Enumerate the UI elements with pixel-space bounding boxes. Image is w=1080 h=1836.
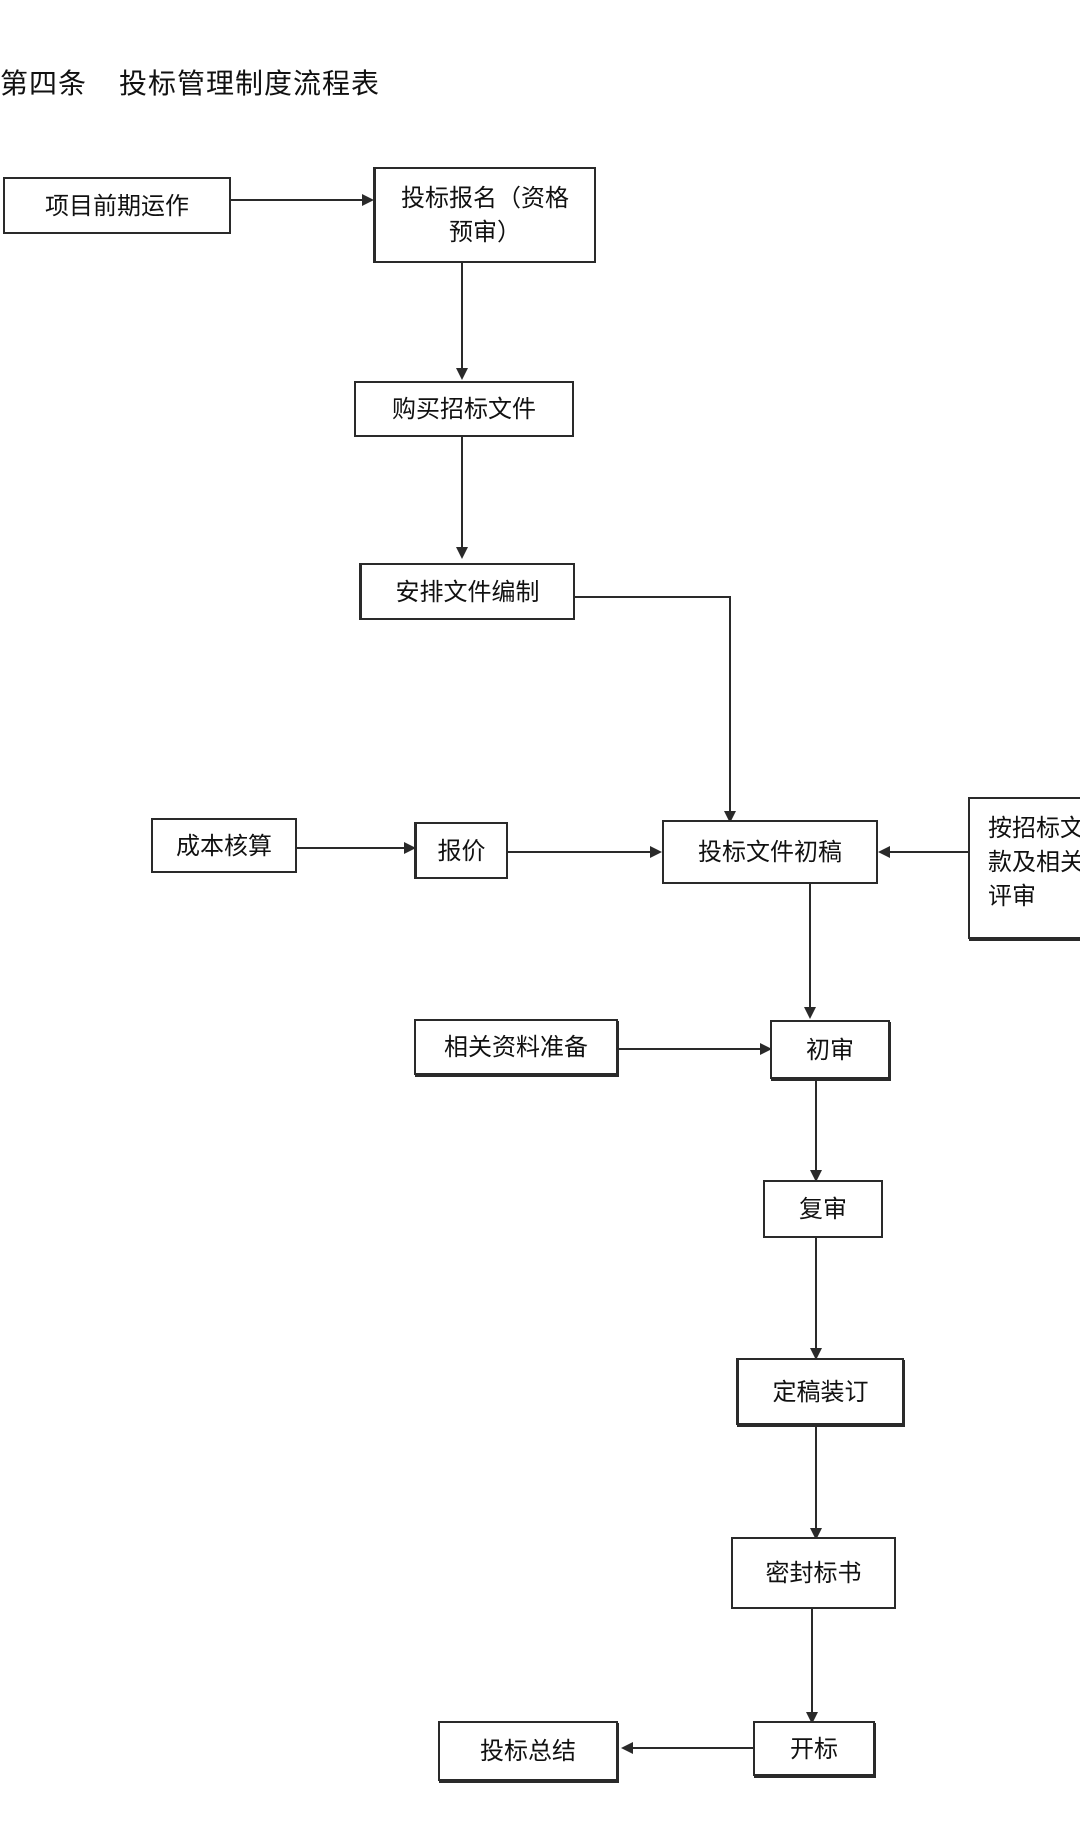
- node-project-pre-operation: 项目前期运作: [3, 177, 231, 234]
- node-bid-opening: 开标: [753, 1721, 875, 1776]
- node-bid-summary: 投标总结: [438, 1721, 618, 1781]
- document-title: 投标管理制度流程表: [119, 67, 381, 100]
- node-bid-registration: 投标报名（资格 预审）: [373, 167, 596, 263]
- node-secondary-review: 复审: [763, 1180, 883, 1238]
- article-number: 第四条: [0, 67, 88, 100]
- node-quotation: 报价: [414, 822, 508, 879]
- page-title: 第四条投标管理制度流程表: [0, 62, 380, 102]
- node-finalize-and-bind: 定稿装订: [736, 1358, 904, 1425]
- node-purchase-tender-docs: 购买招标文件: [354, 381, 574, 437]
- node-related-materials: 相关资料准备: [414, 1019, 618, 1075]
- node-preliminary-review: 初审: [770, 1020, 890, 1079]
- arrow-arrange-to-draft: [575, 596, 736, 823]
- node-bid-doc-draft: 投标文件初稿: [662, 820, 878, 884]
- node-arrange-doc-preparation: 安排文件编制: [359, 563, 575, 620]
- node-review-by-tender: 按招标文 款及相关 评审: [968, 797, 1080, 939]
- node-cost-accounting: 成本核算: [151, 818, 297, 873]
- node-seal-bid: 密封标书: [731, 1537, 896, 1609]
